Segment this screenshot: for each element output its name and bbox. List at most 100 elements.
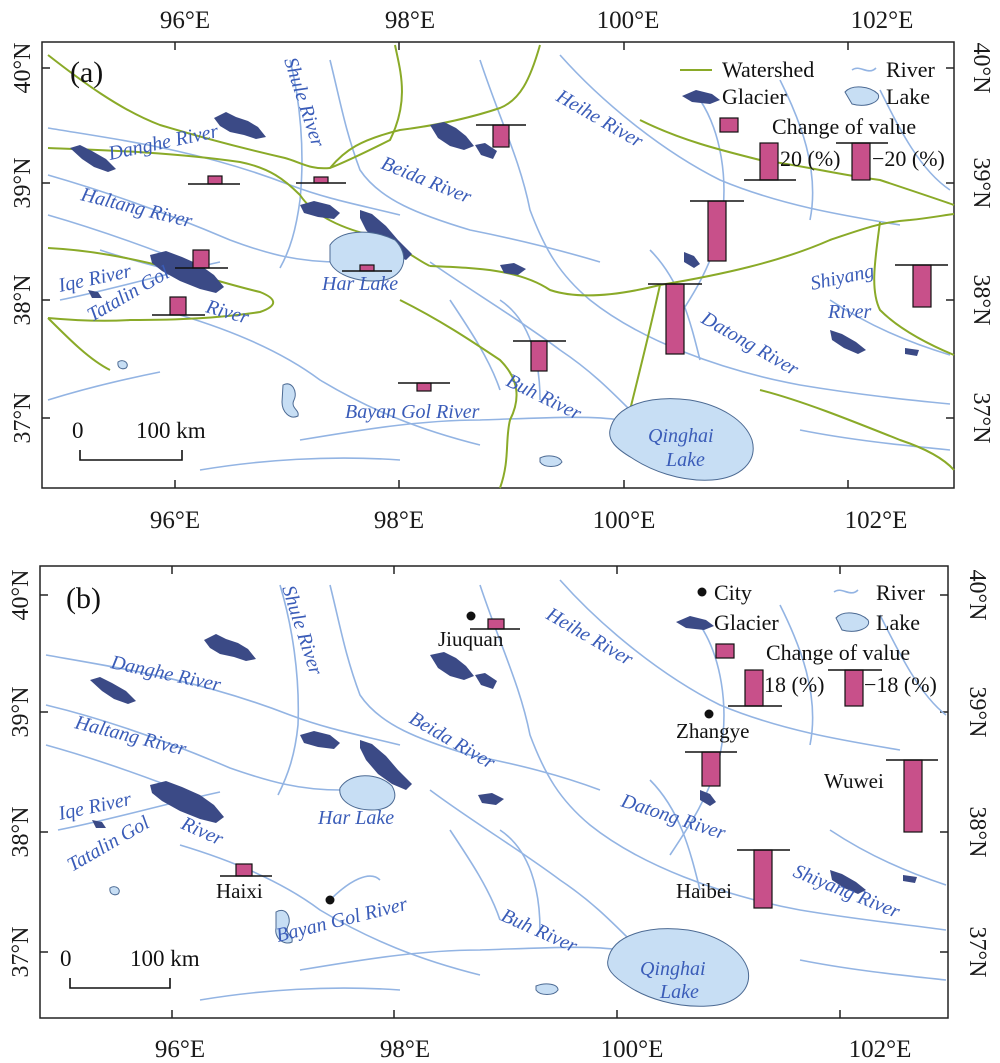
panel-b-cities: Jiuquan Zhangye Wuwei Haixi Haibei	[216, 611, 884, 905]
legend-neg-ref: −20 (%)	[872, 146, 945, 171]
legend-watershed: Watershed	[722, 57, 814, 82]
panel-a-bars	[152, 124, 948, 392]
lat-b-38-right: 38°N	[964, 807, 990, 858]
lat-a-39-right: 39°N	[968, 158, 994, 209]
bar-a-9	[665, 283, 685, 355]
bottom-lon-labels: 96°E 98°E 100°E 102°E	[155, 1036, 912, 1063]
bar-b-zhangye	[701, 751, 721, 787]
legend-b-river: River	[876, 580, 926, 605]
bar-a-3	[492, 124, 510, 148]
legend-b-neg-ref: −18 (%)	[864, 672, 937, 697]
legend-neg-bar	[851, 142, 871, 181]
legend-b-neg-bar	[844, 669, 864, 707]
panel-a-lakes	[117, 231, 754, 481]
lon-mid-96: 96°E	[150, 507, 200, 534]
legend-lake-icon	[844, 86, 880, 106]
lon-label-96: 96°E	[160, 7, 210, 34]
city-dot-zhangye	[704, 709, 714, 719]
city-zhangye: Zhangye	[676, 719, 749, 743]
bar-b-haibei	[753, 849, 773, 909]
bar-a-5	[359, 264, 375, 272]
bar-a-10	[707, 200, 727, 262]
lon-label-100: 100°E	[597, 7, 660, 34]
legend-b-lake-icon	[835, 612, 870, 632]
legend-pos-bar	[759, 142, 779, 181]
panel-a-watershed	[47, 44, 955, 489]
city-dot-jiuquan	[466, 611, 476, 621]
panel-b: Jiuquan Zhangye Wuwei Haixi Haibei Dangh…	[39, 565, 949, 1019]
legend-city: City	[714, 580, 752, 605]
panel-a: Danghe River Haltang River Iqe River Tat…	[41, 41, 955, 489]
top-lon-labels: 96°E 98°E 100°E 102°E	[160, 7, 914, 34]
legend-pos-ref: 20 (%)	[780, 146, 840, 171]
bar-a-4	[192, 249, 210, 269]
label-bayan-a: Bayan Gol River	[345, 401, 480, 423]
middle-lon-labels: 96°E 98°E 100°E 102°E	[150, 507, 908, 534]
lon-mid-100: 100°E	[593, 507, 656, 534]
legend-glacier-icon	[682, 90, 720, 104]
scale-b-zero: 0	[60, 946, 72, 971]
panel-b-lat-labels: 40°N 39°N 38°N 37°N 40°N 39°N 38°N 37°N	[8, 570, 990, 978]
lat-b-39-left: 39°N	[8, 687, 34, 738]
lat-a-38-left: 38°N	[10, 275, 36, 326]
panel-a-label: (a)	[70, 56, 103, 89]
lon-label-98: 98°E	[385, 7, 435, 34]
panel-a-scale-bar: 0 100 km	[72, 418, 206, 461]
panel-a-rivers	[47, 54, 951, 471]
lat-b-40-right: 40°N	[964, 570, 990, 621]
city-haibei: Haibei	[676, 879, 732, 903]
panel-b-glaciers	[90, 634, 917, 894]
bar-a-11	[912, 264, 932, 308]
city-haixi: Haixi	[216, 879, 263, 903]
lat-a-38-right: 38°N	[968, 275, 994, 326]
legend-b-lake: Lake	[876, 610, 920, 635]
bar-b-wuwei	[903, 759, 923, 833]
bar-a-7	[416, 382, 432, 392]
lat-a-39-left: 39°N	[10, 158, 36, 209]
lon-bottom-98: 98°E	[380, 1036, 430, 1063]
panel-b-scale-bar: 0 100 km	[60, 946, 200, 989]
legend-b-glacier-icon	[676, 616, 714, 630]
label-qinghai-a1: Qinghai	[648, 425, 714, 447]
label-shiyang-a2: River	[827, 301, 872, 323]
lon-mid-98: 98°E	[374, 507, 424, 534]
panel-b-legend: City River Glacier Lake Change of value …	[676, 580, 937, 707]
legend-b-pos-ref: 18 (%)	[764, 672, 824, 697]
lon-bottom-100: 100°E	[601, 1036, 664, 1063]
panel-a-glaciers	[70, 112, 919, 356]
label-qinghai-a2: Lake	[665, 449, 705, 471]
legend-b-glacier: Glacier	[714, 610, 779, 635]
panel-a-legend: Watershed River Glacier Lake Change of v…	[680, 57, 945, 181]
lat-a-40-left: 40°N	[10, 43, 36, 94]
lat-b-37-right: 37°N	[964, 927, 990, 978]
legend-b-river-line	[833, 589, 859, 594]
legend-b-change-icon	[715, 643, 735, 659]
lat-a-37-left: 37°N	[10, 393, 36, 444]
label-harlake-a: Har Lake	[321, 273, 398, 295]
lon-bottom-96: 96°E	[155, 1036, 205, 1063]
legend-river: River	[886, 57, 936, 82]
label-qinghai-b1: Qinghai	[640, 958, 706, 980]
scale-a-label: 100 km	[136, 418, 206, 443]
lon-bottom-102: 102°E	[849, 1036, 912, 1063]
panel-b-lakes	[109, 775, 750, 1007]
label-harlake-b: Har Lake	[317, 807, 394, 829]
bar-b-jiuquan	[487, 618, 505, 630]
bar-a-6	[169, 296, 187, 316]
bar-a-1	[207, 175, 223, 185]
scale-b-label: 100 km	[130, 946, 200, 971]
legend-b-change: Change of value	[766, 640, 910, 665]
panel-b-rivers	[45, 579, 947, 1001]
legend-glacier: Glacier	[722, 84, 787, 109]
panel-b-bars	[220, 618, 938, 909]
scale-a-zero: 0	[72, 418, 84, 443]
bar-b-haixi	[235, 863, 253, 877]
panel-a-lat-labels: 40°N 39°N 38°N 37°N 40°N 39°N 38°N 37°N	[10, 43, 994, 444]
lat-a-40-right: 40°N	[968, 43, 994, 94]
lat-b-40-left: 40°N	[8, 570, 34, 621]
lon-label-102: 102°E	[851, 7, 914, 34]
legend-city-dot	[697, 587, 707, 597]
legend-change-icon	[719, 117, 739, 133]
panel-b-label: (b)	[66, 582, 101, 615]
